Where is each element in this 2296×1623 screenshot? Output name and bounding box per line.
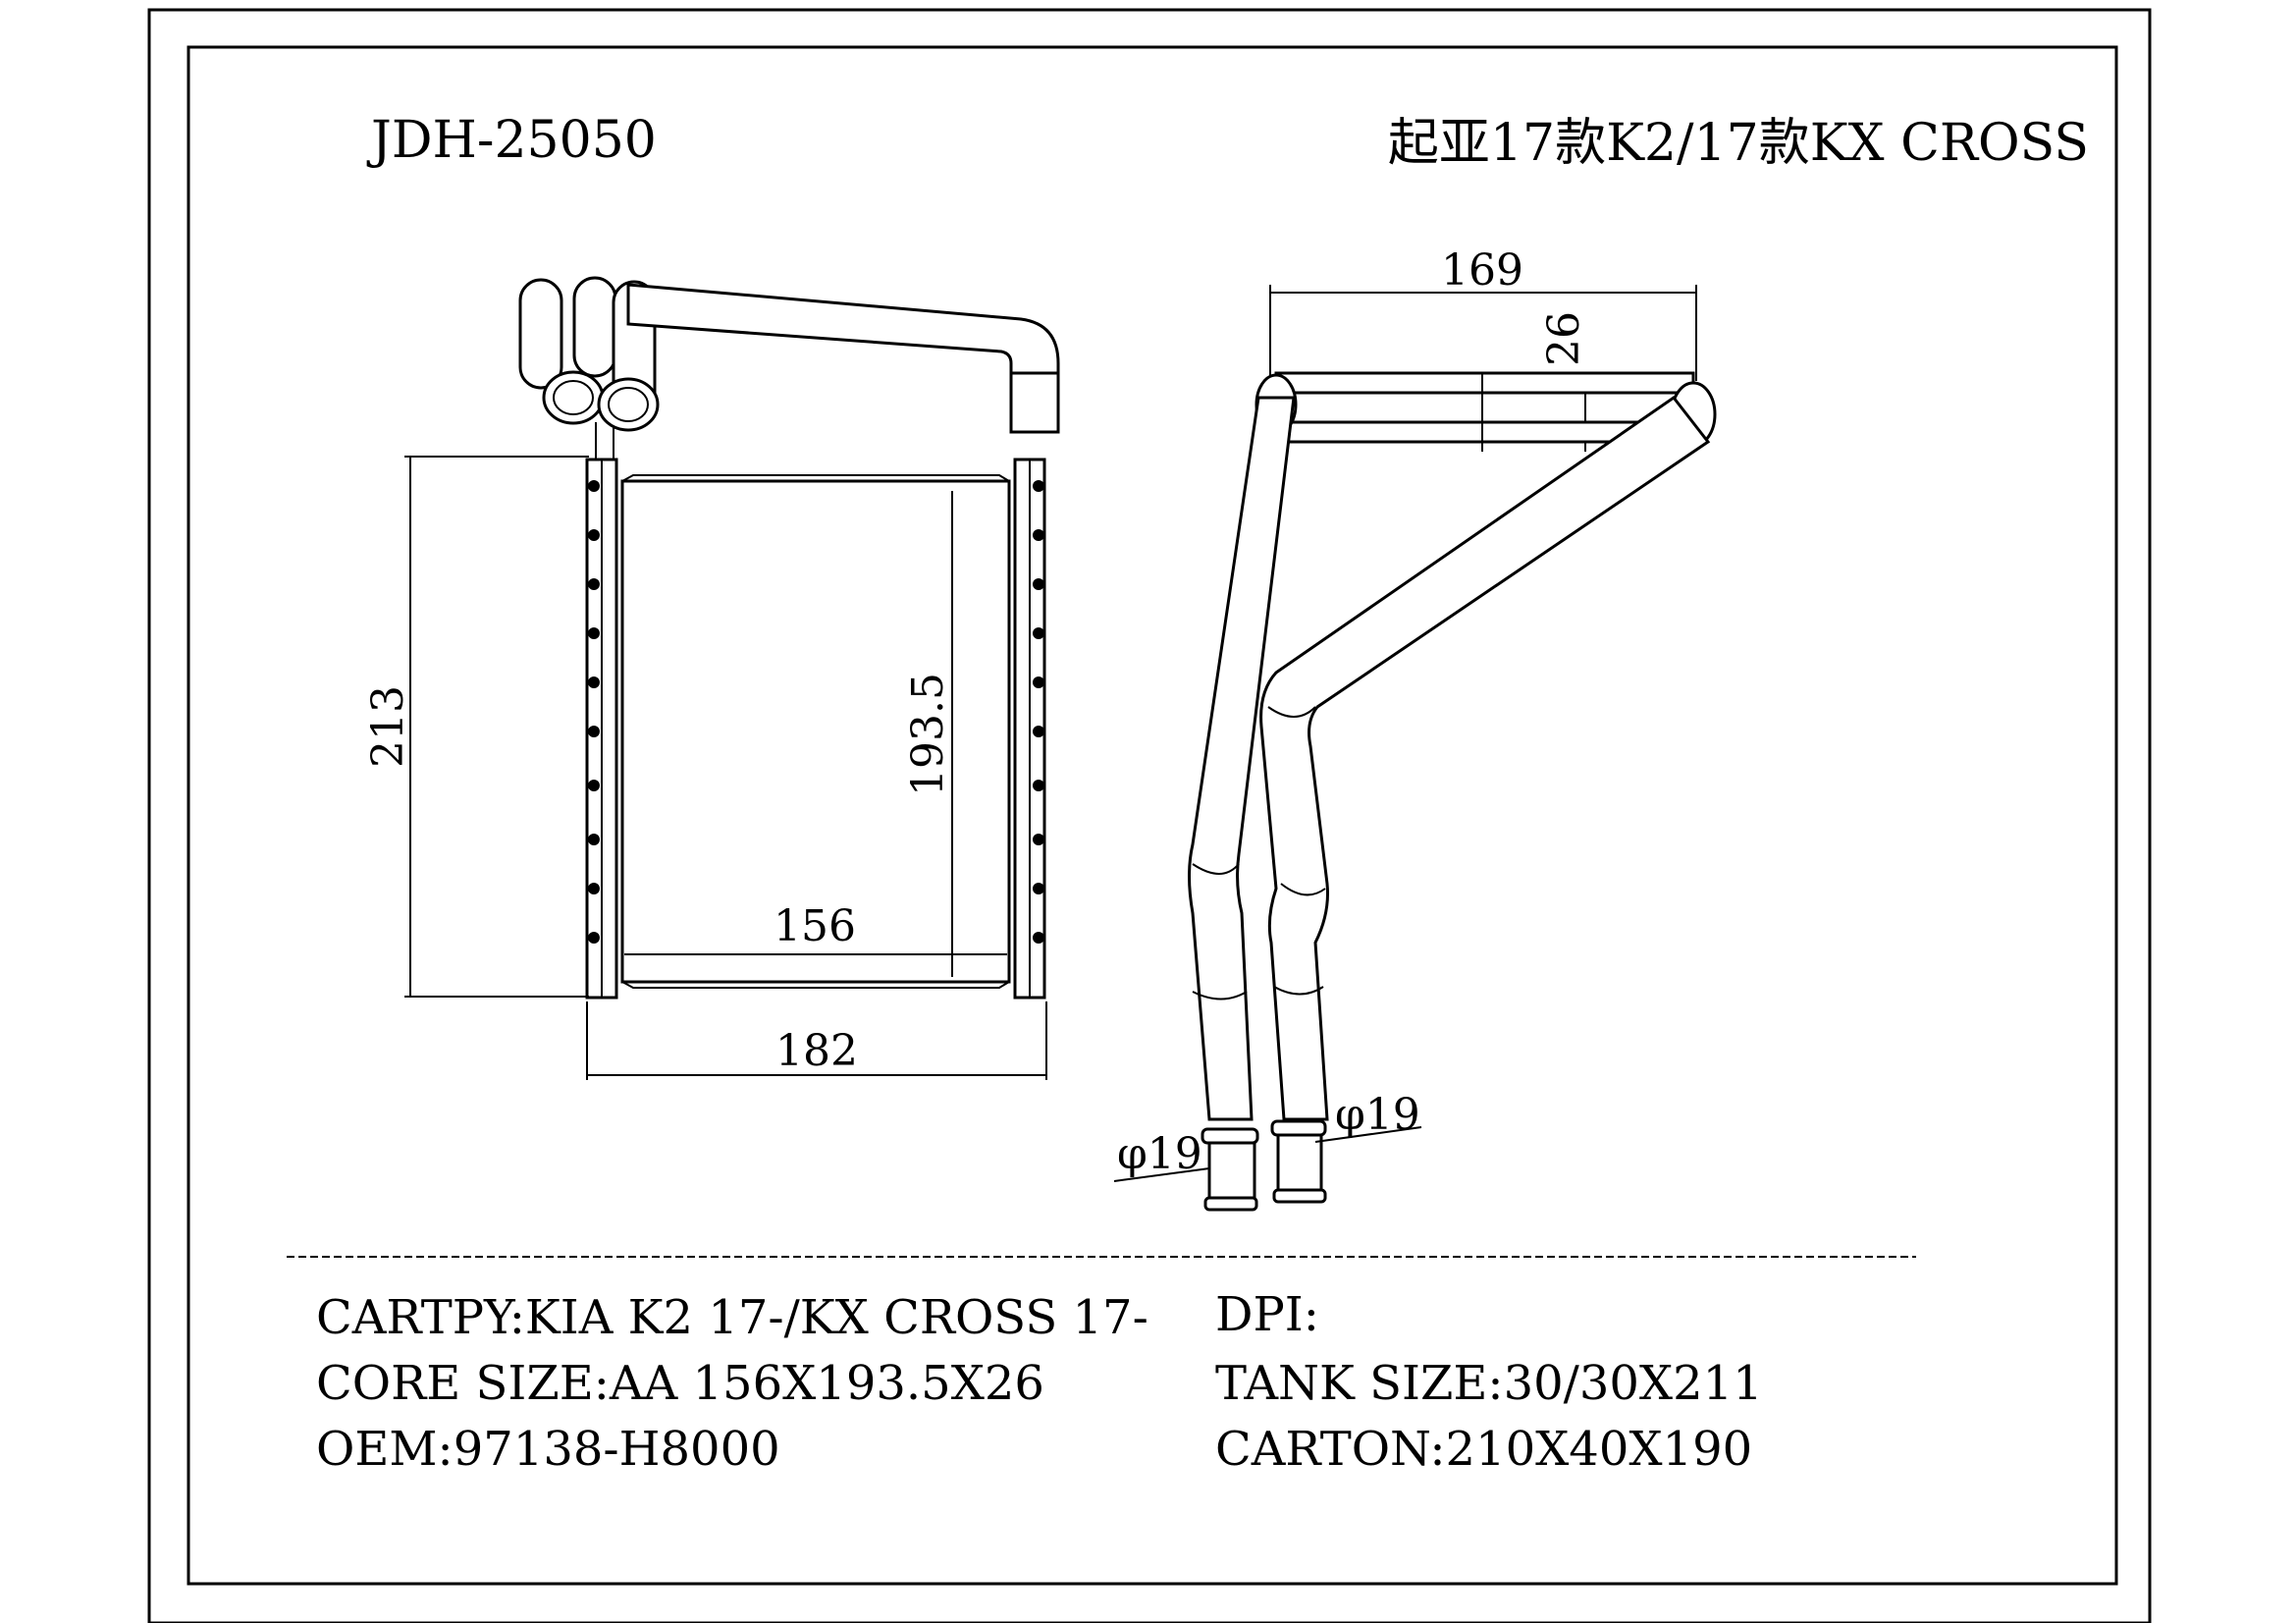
spec-carton: CARTON:210X40X190 bbox=[1215, 1422, 1752, 1477]
inner-frame bbox=[187, 45, 2118, 1586]
part-number: JDH-25050 bbox=[366, 111, 657, 170]
spec-cartpy: CARTPY:KIA K2 17-/KX CROSS 17- bbox=[316, 1290, 1148, 1345]
dim-core-height: 193.5 bbox=[903, 673, 953, 796]
specs-left: CARTPY:KIA K2 17-/KX CROSS 17- CORE SIZE… bbox=[316, 1290, 1148, 1477]
front-view: 213 193.5 156 182 bbox=[363, 276, 1060, 1080]
spec-oem: OEM:97138-H8000 bbox=[316, 1422, 780, 1477]
dim-pipe-left: φ19 bbox=[1117, 1129, 1202, 1179]
tank-bolts bbox=[588, 480, 1044, 944]
spec-tank-size: TANK SIZE:30/30X211 bbox=[1215, 1356, 1763, 1411]
spec-dpi: DPI: bbox=[1215, 1287, 1319, 1342]
dim-overall-height: 213 bbox=[363, 685, 413, 768]
core bbox=[620, 479, 1011, 984]
front-pipes bbox=[518, 276, 1060, 461]
dim-core-width: 156 bbox=[774, 901, 856, 951]
specs-right: DPI: TANK SIZE:30/30X211 CARTON:210X40X1… bbox=[1215, 1287, 1763, 1477]
dim-overall-width: 182 bbox=[775, 1026, 858, 1076]
dim-depth-width: 169 bbox=[1441, 245, 1523, 296]
dim-core-thickness: 26 bbox=[1539, 311, 1589, 366]
dim-pipe-right: φ19 bbox=[1335, 1090, 1420, 1140]
spec-core-size: CORE SIZE:AA 156X193.5X26 bbox=[316, 1356, 1044, 1411]
model-title: 起亚17款K2/17款KX CROSS bbox=[1388, 114, 2089, 173]
outer-frame bbox=[147, 8, 2152, 1623]
side-view: 169 26 φ19 φ19 bbox=[1113, 245, 1717, 1212]
